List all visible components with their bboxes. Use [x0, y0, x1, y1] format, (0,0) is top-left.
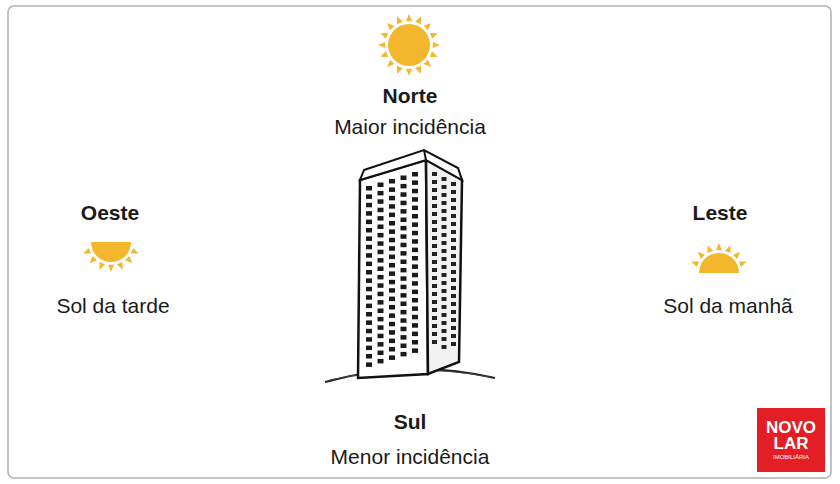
sun-period-label: Sol da tarde — [56, 294, 169, 318]
frame — [8, 6, 831, 478]
building-illustration — [325, 150, 495, 382]
sun-period-label: Sol da manhã — [663, 294, 793, 318]
direction-label: Leste — [693, 201, 748, 225]
incidence-label: Menor incidência — [331, 445, 490, 469]
logo-subtitle: IMOBILIÁRIA — [773, 454, 809, 460]
direction-label: Norte — [383, 84, 438, 108]
logo-name: NOVO LAR — [766, 420, 816, 452]
logo-box: NOVO LAR IMOBILIÁRIA — [757, 408, 825, 472]
direction-label: Oeste — [81, 201, 139, 225]
direction-label: Sul — [394, 410, 427, 434]
incidence-label: Maior incidência — [334, 115, 486, 139]
sun-icons — [83, 14, 746, 273]
